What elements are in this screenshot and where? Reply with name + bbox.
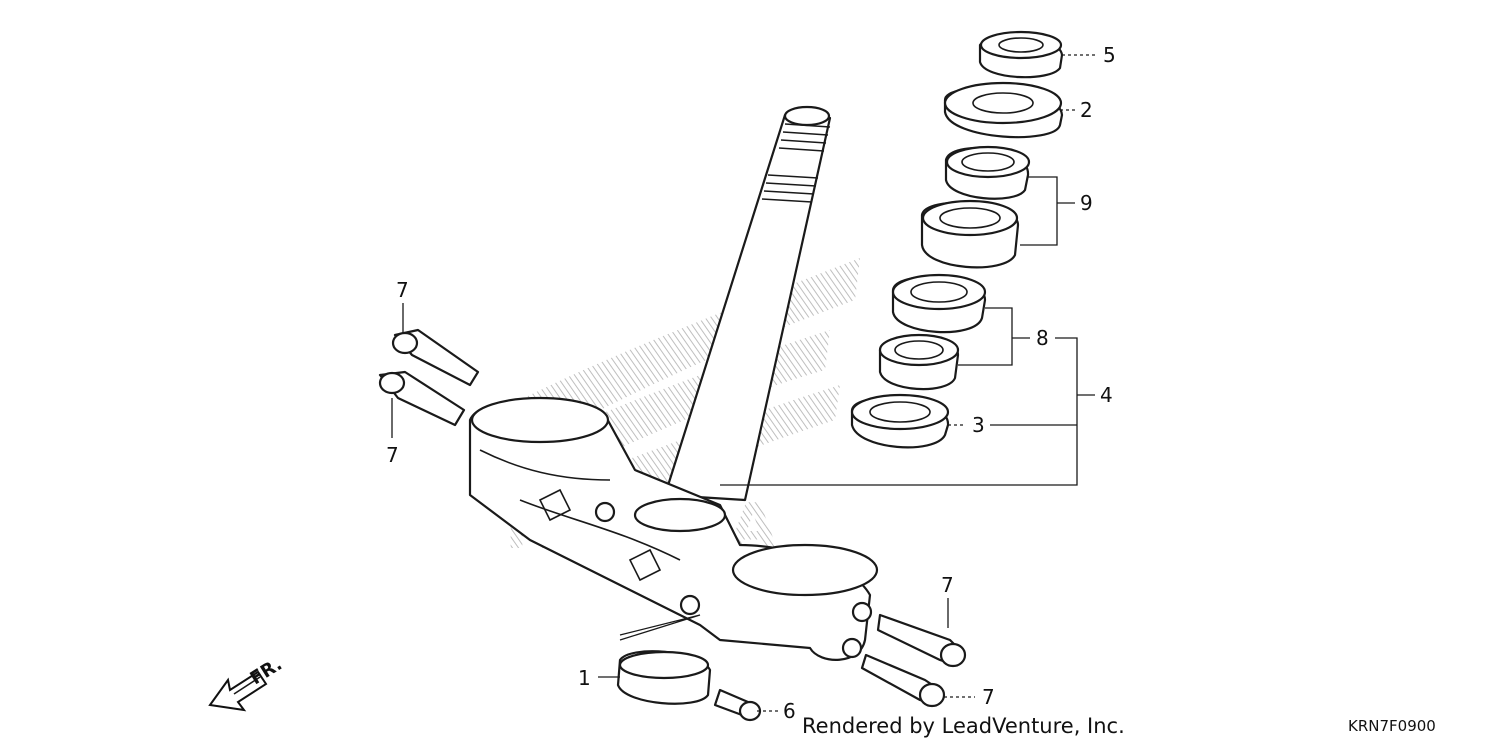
callout-2: 2 [1080, 98, 1093, 122]
callout-5: 5 [1103, 43, 1116, 67]
flange-bolt-3 [876, 613, 967, 668]
lower-triple-clamp [468, 396, 879, 661]
callout-3: 3 [972, 413, 985, 437]
callout-7-left: 7 [386, 443, 399, 467]
front-direction-arrow: FR. [208, 654, 286, 712]
upper-bearing [920, 145, 1031, 269]
steering-stem [663, 105, 832, 502]
stem-nut [978, 30, 1064, 79]
callout-7-top: 7 [396, 278, 409, 302]
callout-1: 1 [578, 666, 591, 690]
callout-9: 9 [1080, 191, 1093, 215]
callout-8: 8 [1036, 326, 1049, 350]
flange-bolt-4 [860, 653, 946, 708]
leader-lines [391, 54, 1098, 712]
callout-7-right-bottom: 7 [982, 685, 995, 709]
dust-seal [943, 81, 1064, 139]
small-bolt [713, 688, 762, 722]
callout-7-right-top: 7 [941, 573, 954, 597]
cable-clamp [616, 650, 712, 705]
lower-dust-seal [850, 393, 950, 449]
flange-bolt-2 [378, 370, 466, 427]
diagram-code: KRN7F0900 [1348, 717, 1436, 735]
callout-4: 4 [1100, 383, 1113, 407]
credit-text: Rendered by LeadVenture, Inc. [802, 714, 1125, 738]
lower-bearing [878, 273, 987, 391]
flange-bolt-1 [391, 328, 480, 387]
callout-6: 6 [783, 699, 796, 723]
